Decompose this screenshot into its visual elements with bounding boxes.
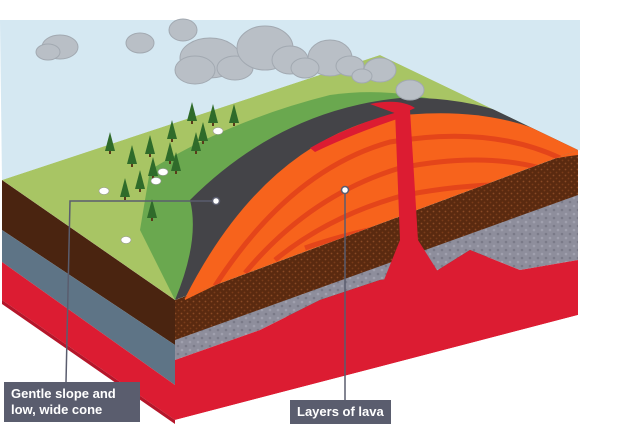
sheep-icon — [120, 236, 132, 244]
tree-icon — [198, 122, 208, 144]
tree-icon — [120, 178, 130, 200]
clouds — [35, 18, 425, 101]
tree-icon — [127, 145, 137, 167]
tree-icon — [147, 199, 157, 221]
sheep — [98, 127, 224, 244]
trees — [105, 102, 239, 221]
label-gentle-slope: Gentle slope and low, wide cone — [4, 382, 140, 422]
tree-icon — [191, 132, 201, 154]
tree-icon — [208, 104, 218, 126]
cloud-icon — [351, 57, 397, 84]
magma-conduit — [310, 101, 440, 290]
tree-icon — [148, 157, 158, 179]
leader-line-gentle-slope — [65, 196, 221, 383]
cloud-icon — [174, 37, 254, 85]
tree-icon — [229, 104, 239, 126]
sheep-icon — [212, 127, 224, 135]
cloud-icon — [290, 39, 365, 79]
sheep-icon — [150, 177, 162, 185]
sheep-icon — [98, 187, 110, 195]
tree-icon — [135, 170, 145, 192]
tree-icon — [171, 152, 181, 174]
block-top-surface — [2, 55, 578, 300]
tree-icon — [165, 142, 175, 164]
cloud-icon — [395, 79, 425, 101]
tree-icon — [105, 132, 115, 154]
label-layers-of-lava: Layers of lava — [290, 400, 391, 424]
cloud-icon — [35, 34, 79, 61]
cloud-icon — [168, 18, 198, 42]
tree-icon — [167, 120, 177, 142]
tree-icon — [145, 135, 155, 157]
cloud-icon — [125, 32, 155, 54]
leader-line-layers-of-lava — [340, 185, 350, 400]
sheep-icon — [157, 168, 169, 176]
tree-icon — [187, 102, 197, 124]
